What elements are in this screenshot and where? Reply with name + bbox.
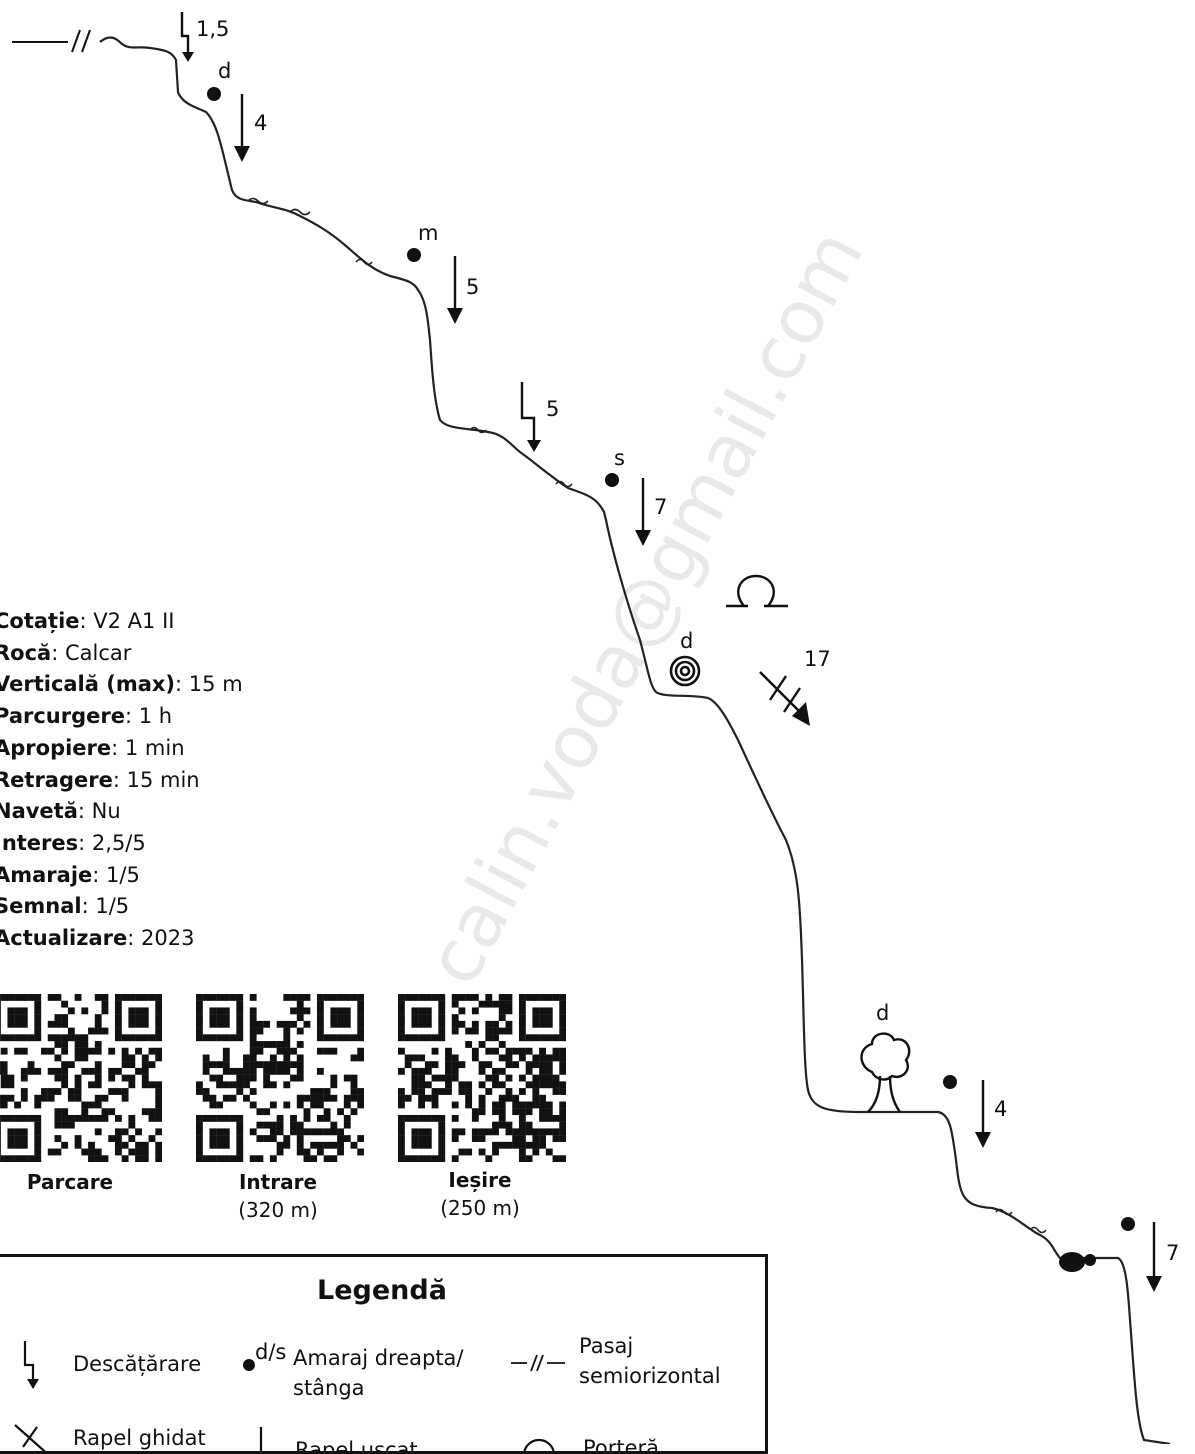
legend-guided-rappel-label: Rapel ghidat	[73, 1426, 206, 1450]
guided-rappel-icon	[14, 1424, 46, 1451]
legend-semihorizontal-label: Pasaj semiorizontal	[579, 1334, 721, 1388]
rappel-height-label: 7	[1166, 1241, 1179, 1265]
qr-title: Parcare	[26, 1170, 114, 1194]
porter-arch-icon	[726, 574, 788, 608]
rappel-height-label: 7	[654, 495, 667, 519]
semihorizontal-passage-icon	[12, 29, 91, 53]
info-row-grade: Cotație: V2 A1 II	[0, 609, 175, 633]
legend-dry-rappel-label: Rapel uscat	[295, 1438, 418, 1454]
dry-rappel-icon	[259, 1427, 263, 1451]
anchor-icon	[243, 1359, 255, 1371]
profile-texture	[247, 197, 1047, 1234]
dry-rappel-arrow-icon	[975, 1080, 991, 1148]
info-row-shuttle: Navetă: Nu	[0, 799, 121, 824]
qr-title: Intrare	[238, 1170, 318, 1194]
downclimb-icon	[180, 12, 194, 62]
guided-rappel-icon	[759, 671, 810, 726]
info-row-max-vertical: Verticală (max): 15 m	[0, 672, 243, 697]
downclimb-height-label: 5	[546, 397, 559, 421]
info-row-signal: Semnal: 1/5	[0, 894, 130, 919]
anchor-icon	[605, 473, 619, 487]
dry-rappel-arrow-icon	[234, 94, 250, 162]
anchor-icon	[943, 1075, 957, 1089]
watermark: calin.voda@gmail.com	[410, 216, 880, 998]
legend-title: Legendă	[317, 1275, 447, 1306]
anchor-side-label: d	[876, 1001, 889, 1025]
anchor-side-label: s	[614, 446, 625, 470]
legend-anchor-label: Amaraj dreapta/ stânga	[293, 1346, 464, 1400]
qr-title: Ieșire	[448, 1168, 512, 1192]
qr-code-exit[interactable]	[398, 994, 566, 1162]
info-row-interest: Interes: 2,5/5	[0, 830, 146, 855]
info-row-landings: Amaraje: 1/5	[0, 862, 140, 887]
spiral-anchor-icon	[669, 655, 701, 687]
dry-rappel-arrow-icon	[447, 256, 463, 324]
tree-anchor-icon	[860, 1032, 911, 1113]
downclimb-height-label: 1,5	[196, 17, 229, 41]
semihorizontal-passage-icon	[511, 1354, 565, 1372]
guided-rappel-length-label: 17	[804, 647, 831, 671]
anchor-side-label: d	[218, 59, 231, 83]
qr-caption-exit: Ieșire (250 m)	[380, 1166, 580, 1222]
rappel-height-label: 4	[994, 1097, 1007, 1121]
info-row-rock: Rocă: Calcar	[0, 640, 132, 665]
dry-rappel-arrow-icon	[1146, 1222, 1162, 1292]
legend-box: Legendă Descățărare d/s Amaraj dreapta/ …	[0, 1254, 768, 1454]
qr-caption-entry: Intrare (320 m)	[178, 1168, 378, 1224]
anchor-side-label: d	[680, 629, 693, 653]
downclimb-icon	[23, 1341, 39, 1389]
qr-code-parking[interactable]	[0, 994, 162, 1162]
legend-downclimb-label: Descățărare	[73, 1352, 202, 1376]
info-row-approach: Apropiere: 1 min	[0, 735, 185, 760]
canyon-profile-line	[99, 36, 1171, 1444]
anchor-icon	[1121, 1217, 1135, 1231]
rappel-height-label: 5	[466, 275, 479, 299]
rappel-height-label: 4	[254, 111, 267, 135]
anchor-side-label: m	[418, 221, 438, 245]
qr-code-entry[interactable]	[196, 994, 364, 1162]
qr-subtitle: (320 m)	[238, 1198, 318, 1222]
info-row-duration: Parcurgere: 1 h	[0, 704, 173, 729]
porter-icon	[523, 1438, 555, 1451]
info-row-return: Retragere: 15 min	[0, 767, 200, 792]
downclimb-icon	[520, 382, 541, 452]
qr-subtitle: (250 m)	[440, 1196, 520, 1220]
info-row-updated: Actualizare: 2023	[0, 926, 195, 951]
boulders-icon	[1059, 1252, 1096, 1272]
anchor-icon	[207, 87, 221, 101]
legend-anchor-sup: d/s	[255, 1340, 287, 1364]
qr-caption-parking: Parcare	[0, 1168, 170, 1196]
canyon-info-block: Cotație: V2 A1 II Rocă: Calcar Verticală…	[0, 606, 243, 955]
dry-rappel-arrow-icon	[635, 478, 651, 546]
anchor-icon	[407, 248, 421, 262]
